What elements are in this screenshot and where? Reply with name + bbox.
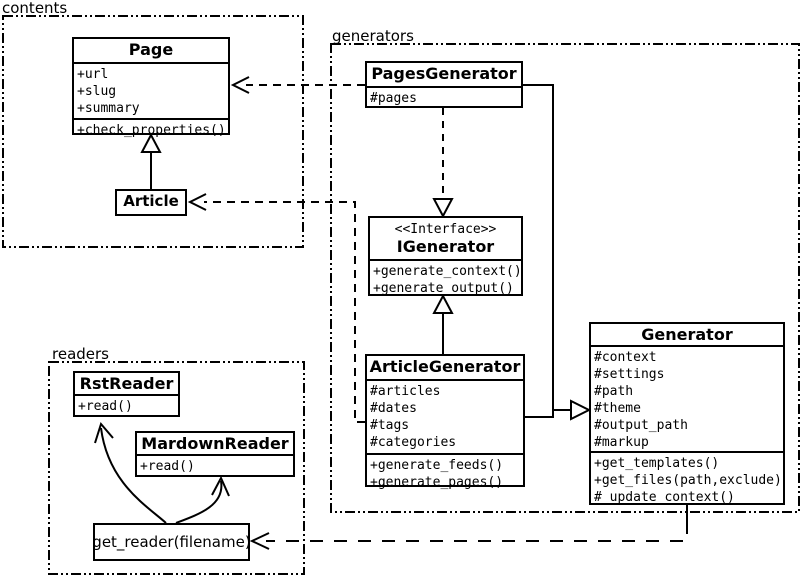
get-reader-label: get_reader(filename) <box>92 533 251 551</box>
method-line: +generate_feeds() <box>370 458 504 473</box>
attribute-line: #output_path <box>594 418 688 433</box>
dependency-pagesgenerator-to-page <box>230 76 365 94</box>
class-igenerator: <<Interface>> IGenerator +generate_conte… <box>368 216 523 296</box>
attribute-line: #articles <box>370 384 441 399</box>
class-pagesgenerator: PagesGenerator #pages <box>365 61 523 108</box>
class-rstreader-title: RstReader <box>79 374 174 393</box>
package-label-generators: generators <box>332 27 414 45</box>
package-readers-border <box>48 361 305 575</box>
class-articlegenerator-title: ArticleGenerator <box>369 357 521 376</box>
attribute-line: #path <box>594 384 634 399</box>
class-generator-methods: +get_templates() +get_files(path,exclude… <box>591 451 783 508</box>
method-line: #_update_context() <box>594 490 735 505</box>
class-markdownreader-methods: +read() <box>137 454 293 477</box>
class-markdownreader: MardownReader +read() <box>135 431 295 477</box>
attribute-line: #markup <box>594 435 649 450</box>
attribute-line: #tags <box>370 418 410 433</box>
class-generator-title: Generator <box>641 325 733 344</box>
method-line: +read() <box>78 399 133 414</box>
attribute-line: +url <box>77 67 109 82</box>
attribute-line: #categories <box>370 435 457 450</box>
arrow-getreader-to-markdownreader <box>175 475 230 524</box>
method-line: +generate_pages() <box>370 475 504 490</box>
class-generator: Generator #context #settings #path #them… <box>589 322 785 505</box>
attribute-line: +slug <box>77 84 117 99</box>
package-label-readers: readers <box>52 345 109 363</box>
attribute-line: #pages <box>370 91 417 106</box>
dependency-generator-to-getreader <box>249 505 688 550</box>
package-generators-border <box>330 43 800 513</box>
method-line: +generate_context() <box>373 264 522 279</box>
class-rstreader: RstReader +read() <box>73 371 180 417</box>
attribute-line: #dates <box>370 401 417 416</box>
class-igenerator-title: IGenerator <box>396 238 495 256</box>
class-generator-attributes: #context #settings #path #theme #output_… <box>591 345 783 451</box>
class-article-title: Article <box>123 192 179 210</box>
realization-pagesgenerator-to-igenerator <box>432 108 454 219</box>
class-articlegenerator: ArticleGenerator #articles #dates #tags … <box>365 354 525 490</box>
class-articlegenerator-methods: +generate_feeds() +generate_pages() <box>367 453 523 493</box>
class-markdownreader-title: MardownReader <box>141 434 289 453</box>
method-line: +read() <box>140 459 195 474</box>
method-line: +get_files(path,exclude) <box>594 473 782 488</box>
class-page-attributes: +url +slug +summary <box>74 62 228 118</box>
class-pagesgenerator-title: PagesGenerator <box>371 64 517 83</box>
arrow-getreader-to-rstreader <box>94 421 167 524</box>
class-pagesgenerator-attributes: #pages <box>367 86 521 109</box>
class-article: Article <box>115 189 187 216</box>
class-igenerator-methods: +generate_context() +generate_output() <box>370 259 522 299</box>
method-line: +generate_output() <box>373 281 514 296</box>
attribute-line: #theme <box>594 401 641 416</box>
method-line: +get_templates() <box>594 456 720 471</box>
realization-articlegenerator-to-igenerator <box>432 293 454 354</box>
attribute-line: #context <box>594 350 657 365</box>
generalization-article-to-page <box>140 132 162 189</box>
class-rstreader-methods: +read() <box>75 394 178 417</box>
attribute-line: +summary <box>77 101 140 116</box>
class-igenerator-stereotype: <<Interface>> <box>394 222 497 237</box>
attribute-line: #settings <box>594 367 665 382</box>
package-label-contents: contents <box>2 0 68 17</box>
package-contents-border <box>2 15 304 248</box>
get-reader-box: get_reader(filename) <box>92 523 251 561</box>
class-page-methods: +check_properties() <box>74 118 228 141</box>
class-page-title: Page <box>128 40 174 59</box>
class-page: Page +url +slug +summary +check_properti… <box>72 37 230 138</box>
method-line: +check_properties() <box>77 123 226 138</box>
generalization-generators-to-generator <box>523 84 592 421</box>
class-articlegenerator-attributes: #articles #dates #tags #categories <box>367 379 523 453</box>
dependency-articlegenerator-to-article <box>187 193 365 423</box>
